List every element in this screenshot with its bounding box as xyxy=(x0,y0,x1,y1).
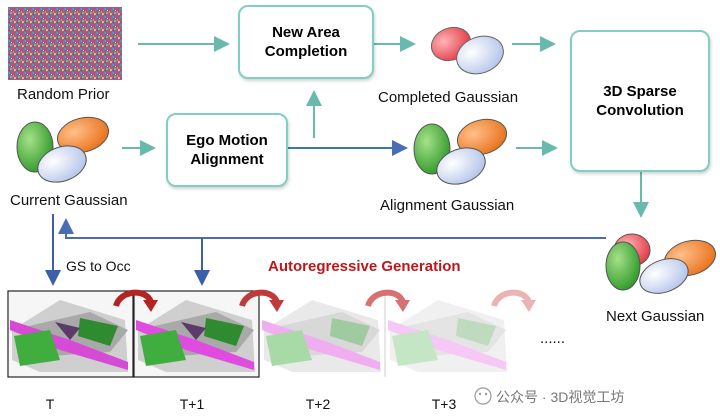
watermark-logo-icon xyxy=(474,387,492,405)
watermark-text: 公众号 · 3D视觉工坊 xyxy=(496,389,625,405)
ellipsis-text: ...... xyxy=(540,330,566,347)
curve-arrow-3 xyxy=(365,289,406,308)
alignment-orange-ellipse xyxy=(456,118,508,156)
frame-t-border xyxy=(7,290,134,378)
frame-t2-scene xyxy=(262,300,381,372)
curve-arrow-2 xyxy=(239,289,280,308)
current-blue-ellipse xyxy=(37,145,87,183)
frame-label-t: T xyxy=(45,396,55,412)
completed-gaussian-label: Completed Gaussian xyxy=(378,89,519,106)
alignment-blue-ellipse xyxy=(436,147,486,185)
next-blue-ellipse xyxy=(639,258,689,294)
frame-t1-scene xyxy=(135,292,258,376)
frame-t1-border xyxy=(133,290,260,378)
current-orange-ellipse xyxy=(57,116,109,154)
curve-arrow-1 xyxy=(113,289,154,308)
sparse-convolution-box: 3D Sparse Convolution xyxy=(570,30,710,172)
alignment-gaussian-label: Alignment Gaussian xyxy=(380,197,515,214)
completed-blue-ellipse xyxy=(456,35,504,75)
current-gaussian-label: Current Gaussian xyxy=(10,192,128,209)
new-area-completion-box: New Area Completion xyxy=(238,5,374,79)
arrow-feedback xyxy=(58,218,606,239)
random-prior-label: Random Prior xyxy=(17,86,110,103)
random-prior-image xyxy=(8,7,122,80)
ego-motion-alignment-box: Ego Motion Alignment xyxy=(166,113,288,187)
frame-t-scene xyxy=(9,292,132,376)
next-gaussian-label: Next Gaussian xyxy=(606,308,705,325)
next-green-ellipse xyxy=(605,241,641,291)
frame-label-t2: T+2 xyxy=(305,396,331,412)
frame-t3-scene xyxy=(388,300,507,372)
gs-to-occ-label: GS to Occ xyxy=(66,258,131,274)
autoregressive-generation-title: Autoregressive Generation xyxy=(268,258,461,275)
frame-label-t1: T+1 xyxy=(179,396,205,412)
frame-label-t3: T+3 xyxy=(431,396,457,412)
curve-arrow-4 xyxy=(491,289,532,308)
